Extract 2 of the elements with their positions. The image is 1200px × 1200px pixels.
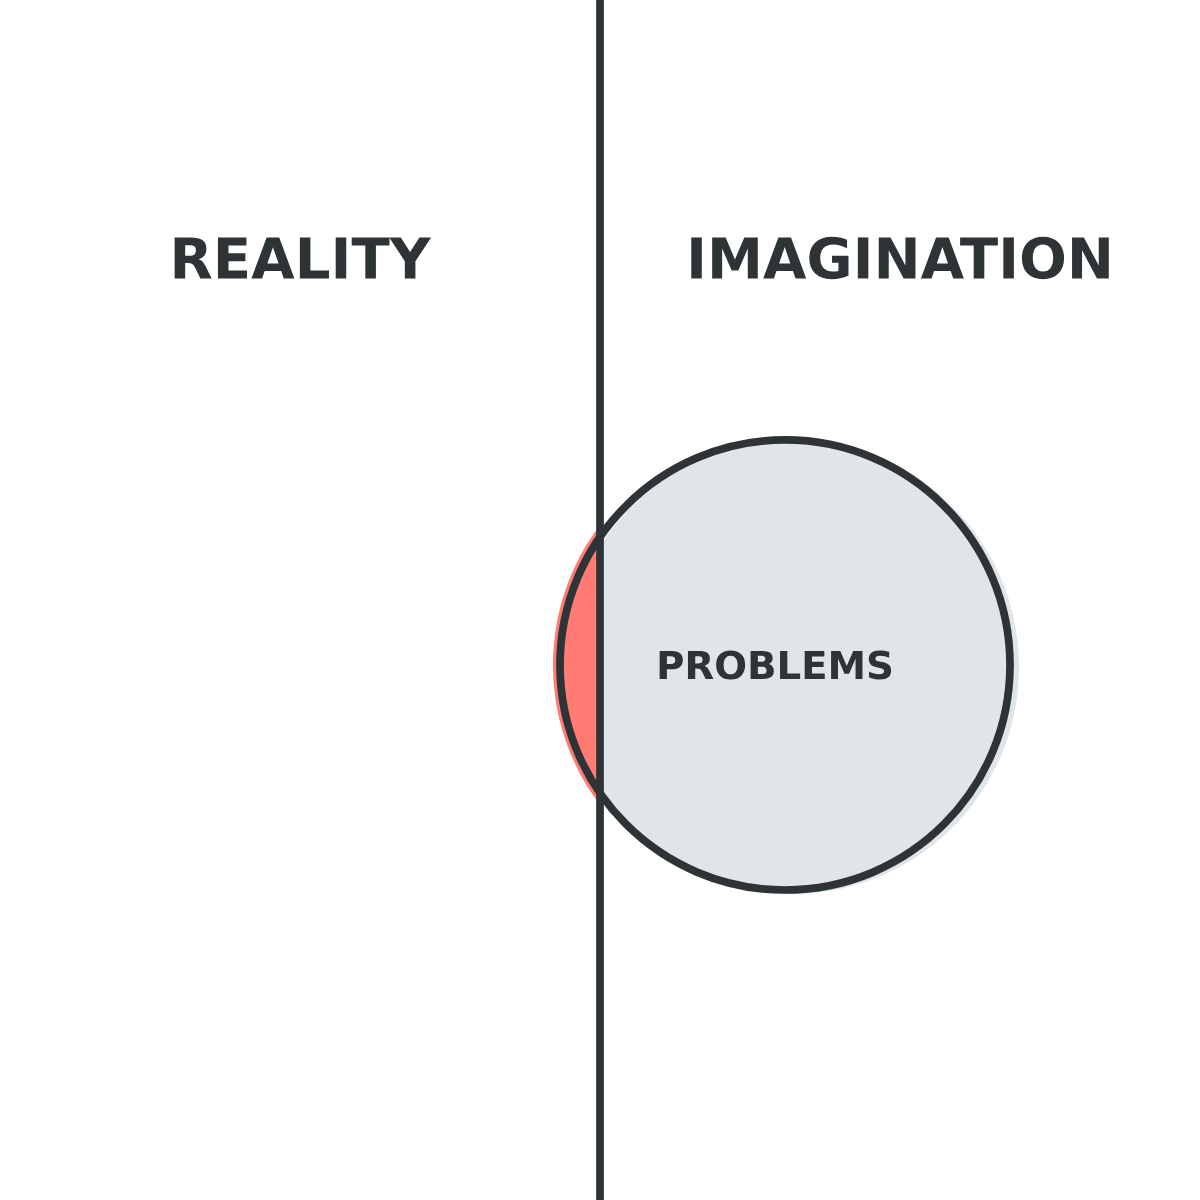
heading: IMAGINATION (691, 236, 1109, 280)
heading: REALITY (174, 237, 432, 279)
